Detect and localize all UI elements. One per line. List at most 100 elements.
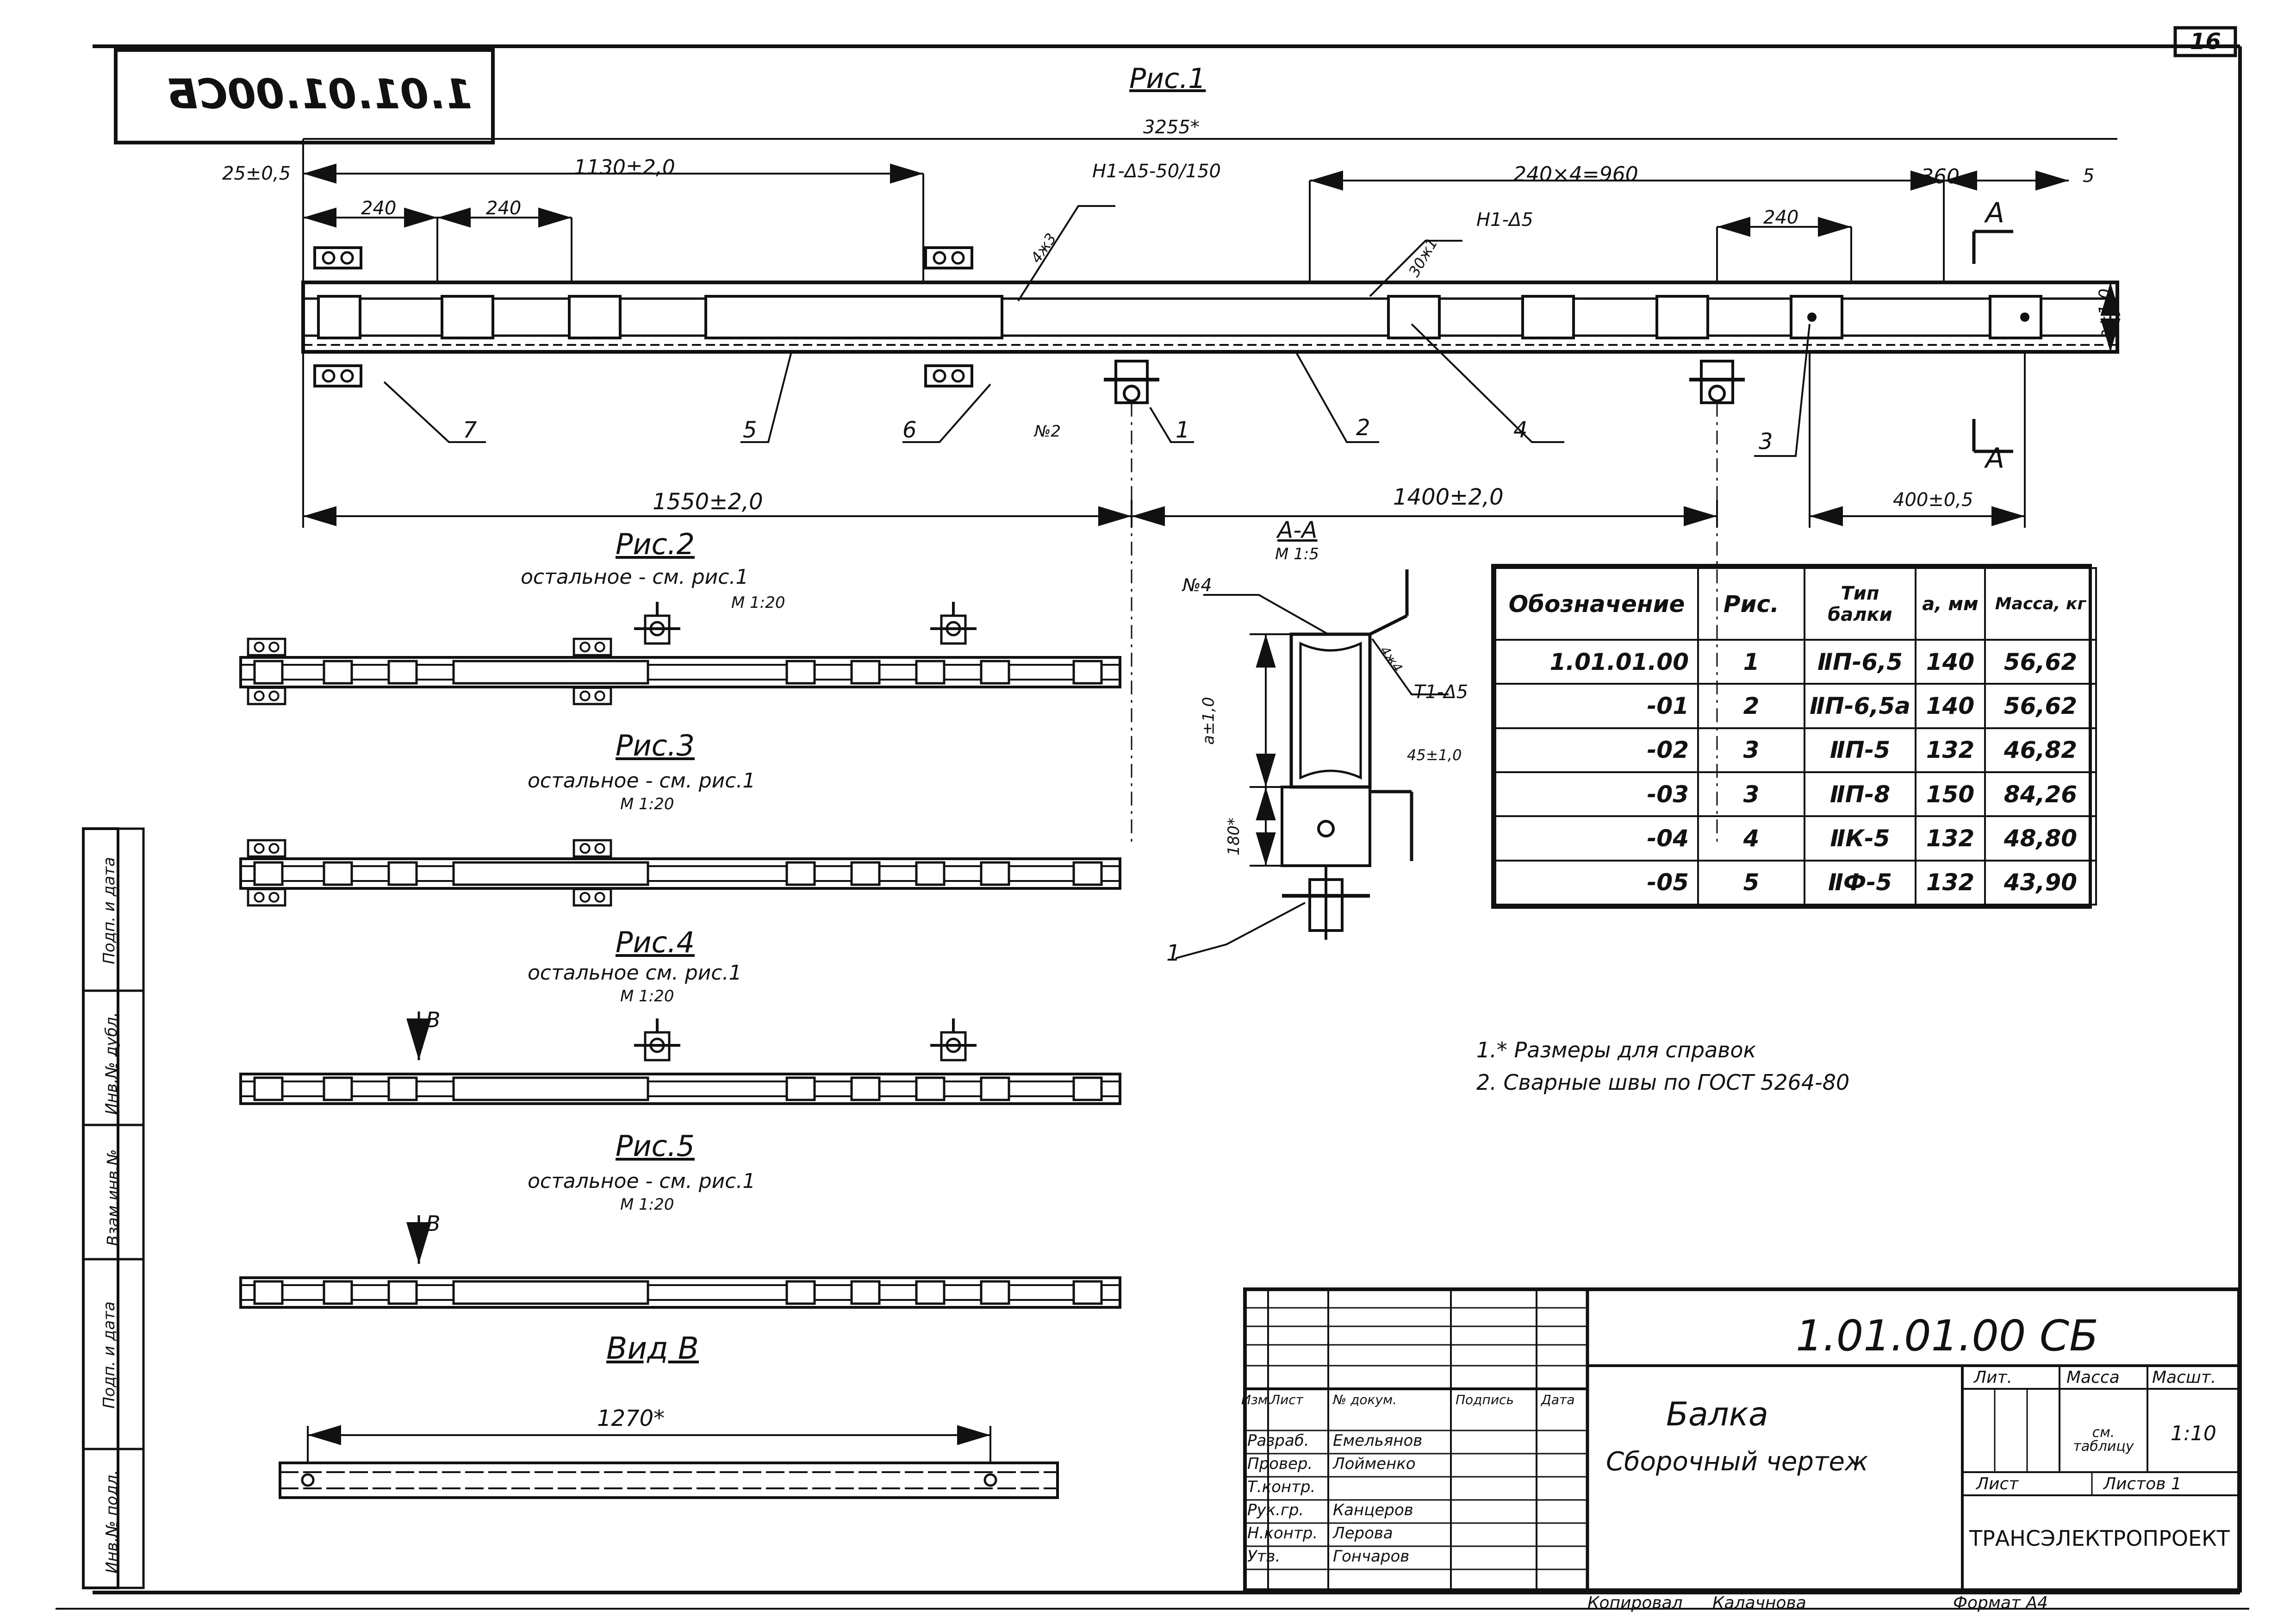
tb-col-izm: Изм.: [1241, 1392, 1272, 1407]
side-stamp-5: Подп. и дата: [100, 857, 118, 964]
fig1-section-mark-bottom: А: [1985, 442, 2005, 475]
spec-cell: ⅡП-5: [1804, 727, 1916, 773]
tb-copied: Копировал: [1587, 1593, 1683, 1612]
fig1-dim-240b: 240: [486, 198, 522, 219]
tb-masht: Масшт.: [2152, 1368, 2216, 1387]
spec-header-designation: Обозначение: [1494, 567, 1699, 641]
tb-name-row-1: Емельянов: [1333, 1431, 1423, 1450]
spec-cell: ⅡК-5: [1804, 815, 1916, 862]
fig1-callout-5: 5: [743, 417, 757, 443]
fig3-scale: М 1:20: [620, 795, 674, 813]
stamp-code-mirrored: 1.01.01.00СБ: [167, 70, 473, 118]
fig5-title: Рис.5: [616, 1129, 695, 1163]
tb-name-2: Сборочный чертеж: [1606, 1447, 1868, 1477]
sectionAA-weld: Т1-Δ5: [1414, 681, 1468, 703]
tb-role-3: Т.контр.: [1247, 1478, 1316, 1496]
tb-role-1: Разраб.: [1247, 1431, 1309, 1450]
tb-col-sign: Подпись: [1456, 1392, 1514, 1407]
spec-cell: -04: [1494, 815, 1699, 862]
spec-cell: ⅡП-6,5: [1804, 638, 1916, 685]
tb-masht-value: 1:10: [2171, 1422, 2216, 1445]
fig1-dim-240a: 240: [361, 198, 397, 219]
spec-cell: 3: [1697, 727, 1805, 773]
spec-cell: 140: [1915, 638, 1986, 685]
spec-cell: 2: [1697, 683, 1805, 729]
spec-cell: 84,26: [1984, 771, 2097, 818]
side-stamp-3: Взам.инв.№: [104, 1149, 123, 1246]
fig5-note: остальное - см. рис.1: [528, 1169, 756, 1193]
fig5-view-mark: В: [426, 1211, 441, 1236]
fig1-dim-left: 25±0,5: [222, 163, 291, 184]
fig3-note: остальное - см. рис.1: [528, 769, 756, 793]
tb-col-list: Лист: [1270, 1392, 1303, 1407]
fig4-scale: М 1:20: [620, 987, 674, 1006]
fig2-note: остальное - см. рис.1: [521, 565, 749, 589]
fig1-dim-1400: 1400±2,0: [1393, 484, 1504, 510]
spec-cell: -05: [1494, 859, 1699, 906]
viewB-beam: [279, 1425, 1059, 1499]
fig1-callout-7: 7: [463, 417, 477, 443]
note-2: 2. Сварные швы по ГОСТ 5264-80: [1476, 1070, 1850, 1095]
sectionAA-title: А-А: [1277, 517, 1318, 543]
table-row: -02 3 ⅡП-5 132 46,82: [1494, 727, 2097, 773]
spec-cell: 150: [1915, 771, 1986, 818]
spec-cell: 1: [1697, 638, 1805, 685]
tb-role-2: Провер.: [1247, 1455, 1313, 1473]
table-row: 1.01.01.00 1 ⅡП-6,5 140 56,62: [1494, 638, 2097, 685]
sectionAA-dim-a: a±1,0: [1199, 697, 1218, 745]
spec-cell: -02: [1494, 727, 1699, 773]
spec-cell: 132: [1915, 727, 1986, 773]
tb-copied-name: Калачнова: [1712, 1593, 1806, 1612]
fig5-beam: [241, 1278, 1120, 1307]
spec-cell: 46,82: [1984, 727, 2097, 773]
fig1-callout-6: 6: [902, 417, 917, 443]
tb-role-4: Рук.гр.: [1247, 1501, 1304, 1519]
sectionAA-dim-180: 180*: [1224, 818, 1243, 856]
fig2-scale: М 1:20: [731, 593, 785, 612]
fig1-dim-1550: 1550±2,0: [653, 489, 763, 515]
fig1-dim-400: 400±0,5: [1893, 489, 1973, 511]
fig1-title: Рис.1: [1129, 62, 1206, 95]
spec-cell: 43,90: [1984, 859, 2097, 906]
fig1-callout-4: 4: [1513, 417, 1528, 443]
table-row: -03 3 ⅡП-8 150 84,26: [1494, 771, 2097, 818]
spec-table: Обозначение Рис. Тип балки a, мм Масса, …: [1491, 564, 2097, 909]
sectionAA-drawing: [1175, 569, 1449, 959]
spec-cell: 5: [1697, 859, 1805, 906]
spec-cell: 56,62: [1984, 638, 2097, 685]
tb-massa: Масса: [2066, 1368, 2120, 1387]
fig4-title: Рис.4: [616, 925, 695, 959]
spec-cell: 132: [1915, 815, 1986, 862]
tb-doc-code: 1.01.01.00 СБ: [1796, 1311, 2099, 1361]
fig3-beam: [241, 840, 1120, 906]
fig4-beam: [241, 1018, 1120, 1104]
tb-role-6: Утв.: [1247, 1547, 1281, 1566]
spec-cell: 48,80: [1984, 815, 2097, 862]
tb-massa-value: см. таблицу: [2073, 1424, 2134, 1455]
fig1-dim-960: 240×4=960: [1513, 162, 1638, 186]
fig4-note: остальное см. рис.1: [528, 961, 742, 985]
tb-col-date: Дата: [1541, 1392, 1575, 1407]
spec-header-mass: Масса, кг: [1984, 567, 2097, 641]
spec-cell: ⅡП-6,5а: [1804, 683, 1916, 729]
fig3-title: Рис.3: [616, 729, 695, 762]
tb-col-doc: № докум.: [1333, 1392, 1397, 1407]
fig1-dim-5: 5: [2083, 165, 2095, 187]
side-stamp-4: Инв.№ дубл.: [102, 1012, 121, 1115]
sectionAA-scale: М 1:5: [1275, 545, 1319, 563]
fig5-scale: М 1:20: [620, 1195, 674, 1214]
fig1-dim-1130: 1130±2,0: [574, 156, 675, 179]
spec-cell: ⅡФ-5: [1804, 859, 1916, 906]
note-1: 1.* Размеры для справок: [1476, 1037, 1756, 1062]
fig1-callout-n2: №2: [1034, 422, 1061, 441]
fig4-view-mark: В: [426, 1007, 441, 1032]
fig1-weld-1: Н1-Δ5-50/150: [1092, 161, 1221, 182]
table-row: -04 4 ⅡК-5 132 48,80: [1494, 815, 2097, 862]
tb-listov: Листов 1: [2103, 1474, 2182, 1493]
fig1-callout-1: 1: [1176, 417, 1190, 443]
fig1-dimensions: [302, 138, 2121, 528]
side-stamp-2: Подп. и дата: [100, 1301, 118, 1409]
sectionAA-n4: №4: [1182, 575, 1212, 595]
spec-cell: -03: [1494, 771, 1699, 818]
title-block-lines: [1243, 1287, 2241, 1592]
